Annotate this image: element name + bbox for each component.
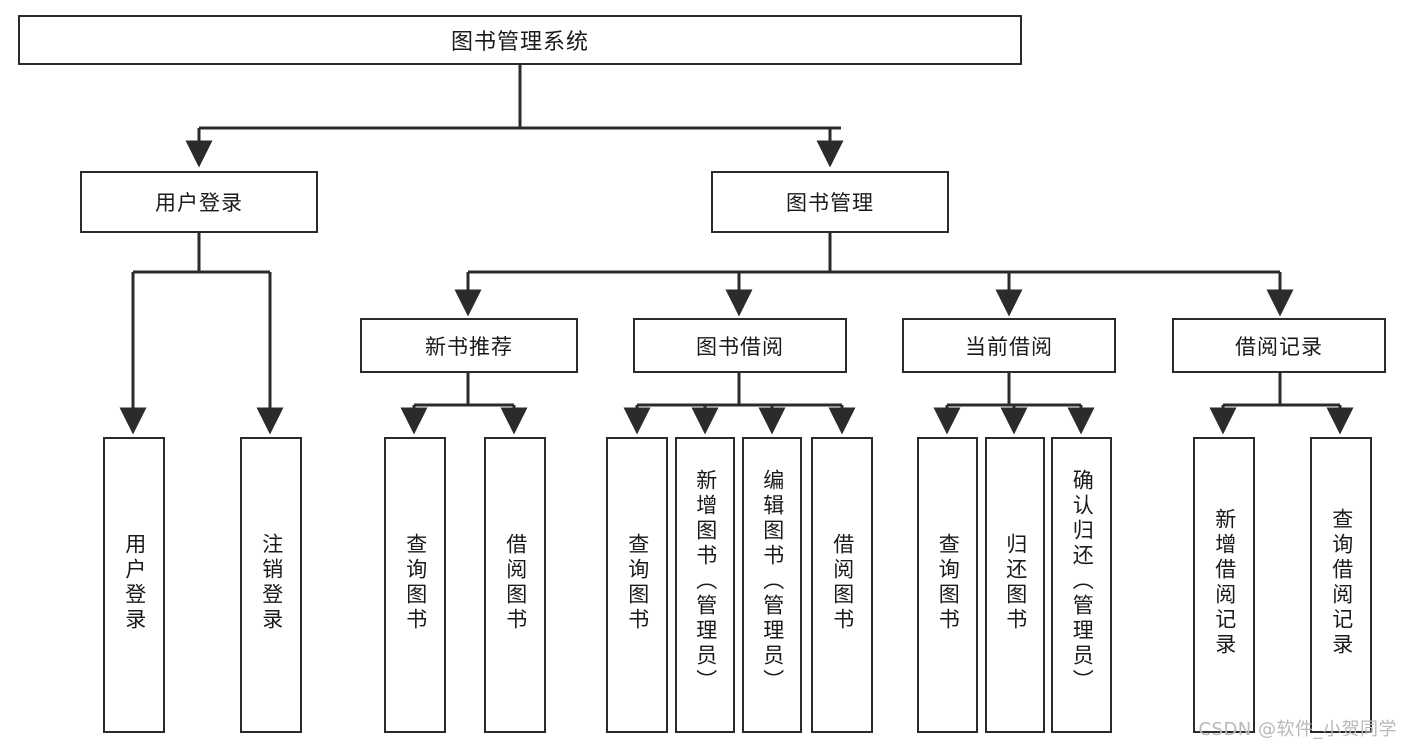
node-leaf-logout-label: 注销登录	[259, 533, 284, 633]
node-leaf-user-login[interactable]: 用户登录	[103, 437, 165, 733]
node-leaf-edit-book[interactable]: 编辑图书（管理员）	[742, 437, 802, 733]
node-leaf-add-book-label: 新增图书（管理员）	[693, 468, 718, 694]
node-root-label: 图书管理系统	[450, 30, 589, 55]
node-leaf-add-record[interactable]: 新增借阅记录	[1193, 437, 1255, 733]
node-book-manage-label: 图书管理	[786, 191, 874, 215]
node-leaf-return-book-label: 归还图书	[1003, 533, 1028, 633]
node-leaf-add-book[interactable]: 新增图书（管理员）	[675, 437, 735, 733]
node-current-borrow-label: 当前借阅	[965, 334, 1053, 359]
node-borrow-record[interactable]: 借阅记录	[1172, 318, 1386, 373]
node-leaf-query-record[interactable]: 查询借阅记录	[1310, 437, 1372, 733]
node-leaf-query-book-1[interactable]: 查询图书	[384, 437, 446, 733]
node-book-manage[interactable]: 图书管理	[711, 171, 949, 233]
node-leaf-user-login-label: 用户登录	[122, 533, 147, 633]
node-new-book-recommend[interactable]: 新书推荐	[360, 318, 578, 373]
node-leaf-add-record-label: 新增借阅记录	[1212, 508, 1237, 658]
node-leaf-query-book-3[interactable]: 查询图书	[917, 437, 978, 733]
node-book-borrow-label: 图书借阅	[696, 334, 784, 359]
node-user-login-label: 用户登录	[155, 191, 243, 215]
node-leaf-borrow-book-1-label: 借阅图书	[503, 533, 528, 633]
node-leaf-borrow-book-1[interactable]: 借阅图书	[484, 437, 546, 733]
node-leaf-edit-book-label: 编辑图书（管理员）	[760, 468, 785, 694]
watermark: CSDN @软件_小贺同学	[1198, 719, 1397, 740]
node-current-borrow[interactable]: 当前借阅	[902, 318, 1116, 373]
node-leaf-borrow-book-2[interactable]: 借阅图书	[811, 437, 873, 733]
node-new-book-recommend-label: 新书推荐	[425, 334, 513, 359]
node-leaf-borrow-book-2-label: 借阅图书	[830, 533, 855, 633]
node-leaf-query-book-3-label: 查询图书	[936, 533, 961, 633]
node-leaf-logout[interactable]: 注销登录	[240, 437, 302, 733]
node-leaf-return-book[interactable]: 归还图书	[985, 437, 1045, 733]
node-user-login[interactable]: 用户登录	[80, 171, 318, 233]
node-leaf-query-book-2[interactable]: 查询图书	[606, 437, 668, 733]
node-leaf-query-book-1-label: 查询图书	[403, 533, 428, 633]
node-borrow-record-label: 借阅记录	[1235, 334, 1323, 359]
node-leaf-confirm-return-label: 确认归还（管理员）	[1070, 468, 1095, 694]
node-leaf-confirm-return[interactable]: 确认归还（管理员）	[1051, 437, 1112, 733]
node-book-borrow[interactable]: 图书借阅	[633, 318, 847, 373]
node-leaf-query-record-label: 查询借阅记录	[1329, 508, 1354, 658]
node-leaf-query-book-2-label: 查询图书	[625, 533, 650, 633]
node-root[interactable]: 图书管理系统	[18, 15, 1022, 65]
